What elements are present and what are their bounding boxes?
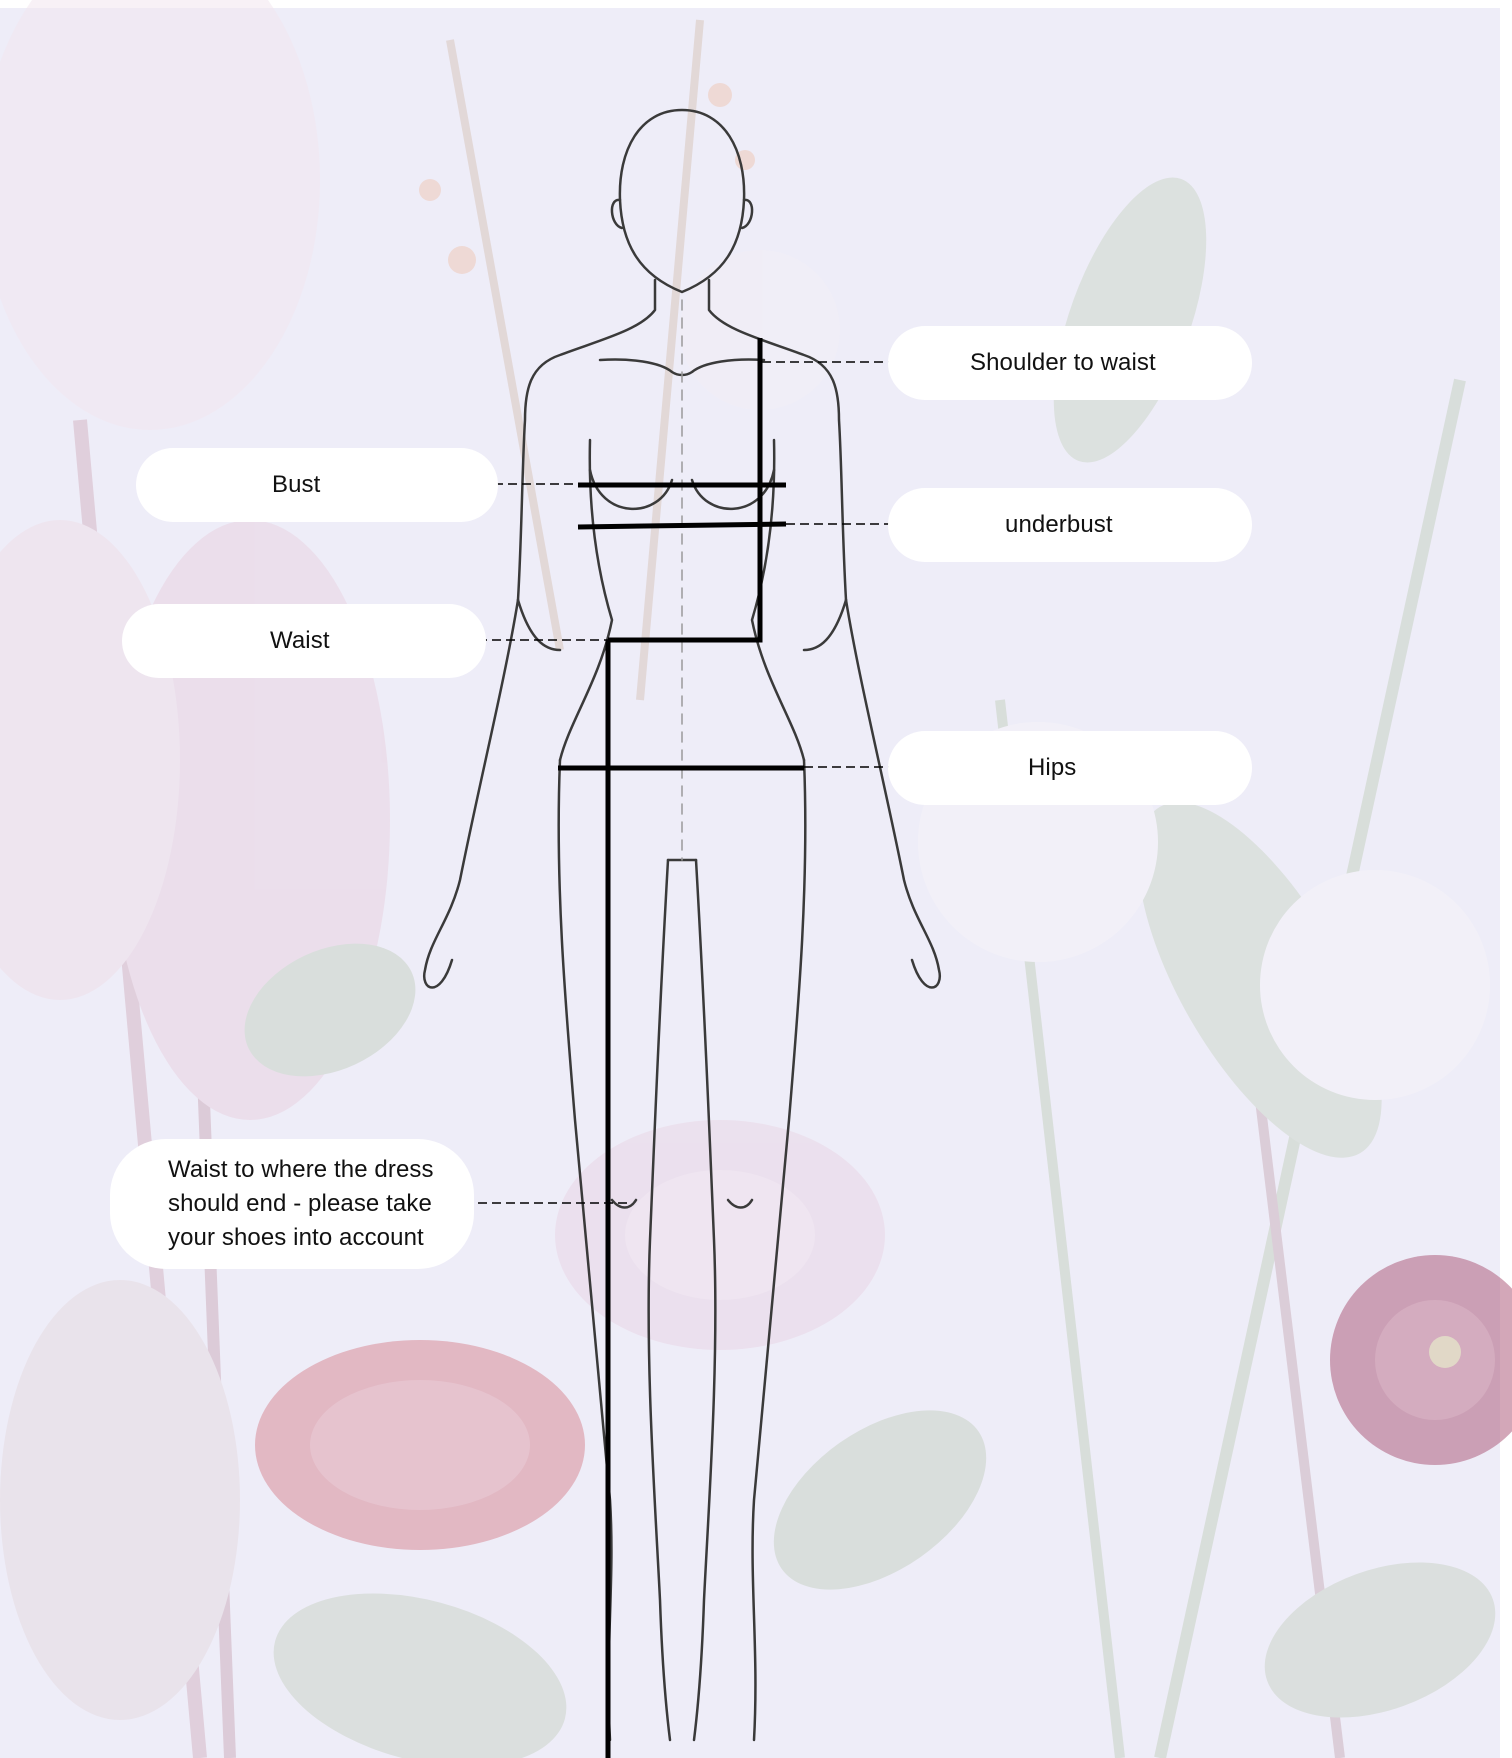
bust-text: Bust	[272, 471, 320, 499]
shoulder-to-waist-label: Shoulder to waist	[888, 326, 1252, 400]
waist-label: Waist	[122, 604, 486, 678]
waist-to-hem-label: Waist to where the dress should end - pl…	[110, 1139, 474, 1269]
waist-text: Waist	[270, 627, 330, 655]
bust-label: Bust	[136, 448, 498, 522]
underbust-label: underbust	[888, 488, 1252, 562]
shoulder-to-waist-text: Shoulder to waist	[970, 349, 1156, 377]
hips-text: Hips	[1028, 754, 1076, 782]
hips-label: Hips	[888, 731, 1252, 805]
waist-to-hem-text: Waist to where the dress should end - pl…	[168, 1153, 458, 1255]
underbust-text: underbust	[1005, 511, 1113, 539]
